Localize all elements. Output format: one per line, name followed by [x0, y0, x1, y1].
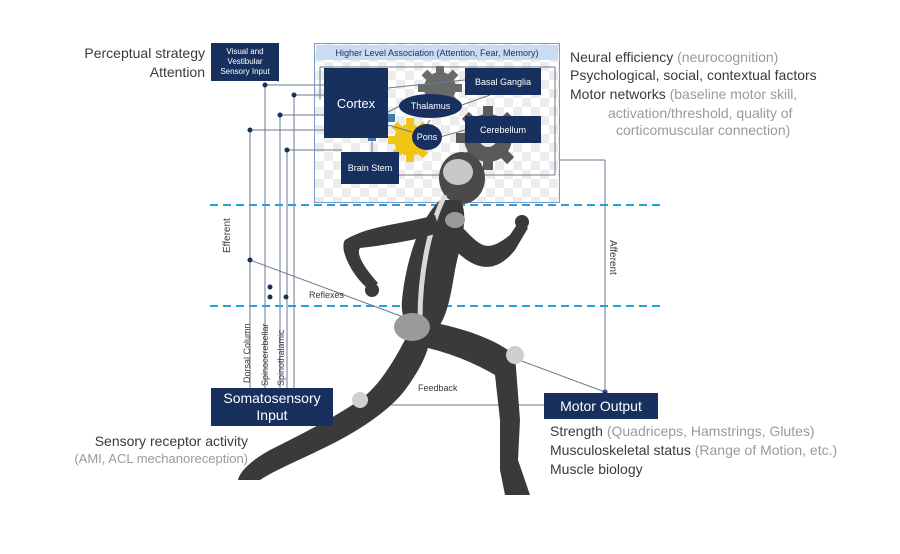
- dorsal-column-label: Dorsal Column: [242, 323, 252, 383]
- cerebellum-box: Cerebellum: [465, 116, 541, 143]
- muscle-biology-label: Muscle biology: [550, 461, 643, 477]
- higher-level-title: Higher Level Association (Attention, Fea…: [316, 45, 558, 60]
- strength-text: Strength (Quadriceps, Hamstrings, Glutes…: [550, 423, 815, 439]
- perceptual-strategy-label: Perceptual strategy: [84, 45, 205, 61]
- psych-factors-label: Psychological, social, contextual factor…: [570, 67, 817, 83]
- running-figure-illustration: [238, 152, 530, 495]
- motor-networks-note1: (baseline motor skill,: [669, 86, 798, 102]
- pons-ellipse: Pons: [412, 124, 442, 150]
- musculoskeletal-label: Musculoskeletal status: [550, 442, 691, 458]
- neural-efficiency-text: Neural efficiency (neurocognition): [570, 49, 778, 65]
- reflexes-label: Reflexes: [309, 290, 345, 300]
- visual-vestibular-line1: Visual and: [226, 47, 264, 56]
- afferent-label: Afferent: [607, 240, 618, 275]
- somatosensory-input-box: Somatosensory Input: [211, 388, 333, 426]
- feedback-label: Feedback: [418, 383, 458, 393]
- thalamus-ellipse: Thalamus: [399, 94, 462, 118]
- musculoskeletal-text: Musculoskeletal status (Range of Motion,…: [550, 442, 837, 458]
- visual-vestibular-box: Visual and Vestibular Sensory Input: [211, 43, 279, 81]
- musculoskeletal-note: (Range of Motion, etc.): [694, 442, 838, 458]
- visual-vestibular-line2: Vestibular: [227, 57, 263, 66]
- inner-arrows: [319, 66, 556, 176]
- brain-stem-box: Brain Stem: [341, 152, 399, 184]
- sensory-receptor-note: (AMI, ACL mechanoreception): [74, 451, 248, 466]
- strength-note: (Quadriceps, Hamstrings, Glutes): [606, 423, 815, 439]
- motor-networks-note3: corticomuscular connection): [616, 122, 791, 138]
- neural-efficiency-label: Neural efficiency: [570, 49, 674, 65]
- motor-networks-label: Motor networks: [570, 86, 666, 102]
- motor-networks-note2: activation/threshold, quality of: [608, 105, 793, 121]
- basal-ganglia-box: Basal Ganglia: [465, 68, 541, 95]
- motor-output-box: Motor Output: [544, 393, 658, 419]
- efferent-label: Efferent: [222, 218, 233, 253]
- spinocerebellar-label: Spinocerebellar: [260, 323, 270, 386]
- sensory-receptor-label: Sensory receptor activity: [94, 433, 248, 449]
- somatosensory-line2: Input: [256, 407, 288, 423]
- visual-vestibular-line3: Sensory Input: [220, 67, 270, 76]
- somatosensory-line1: Somatosensory: [223, 390, 321, 406]
- spinothalamic-label: Spinothalamic: [276, 329, 286, 386]
- cortex-box: Cortex: [324, 68, 388, 138]
- attention-label: Attention: [149, 64, 205, 80]
- motor-networks-text: Motor networks (baseline motor skill,: [570, 86, 797, 102]
- strength-label: Strength: [550, 423, 603, 439]
- signal-dots: [247, 82, 608, 395]
- neural-efficiency-note: (neurocognition): [677, 49, 779, 65]
